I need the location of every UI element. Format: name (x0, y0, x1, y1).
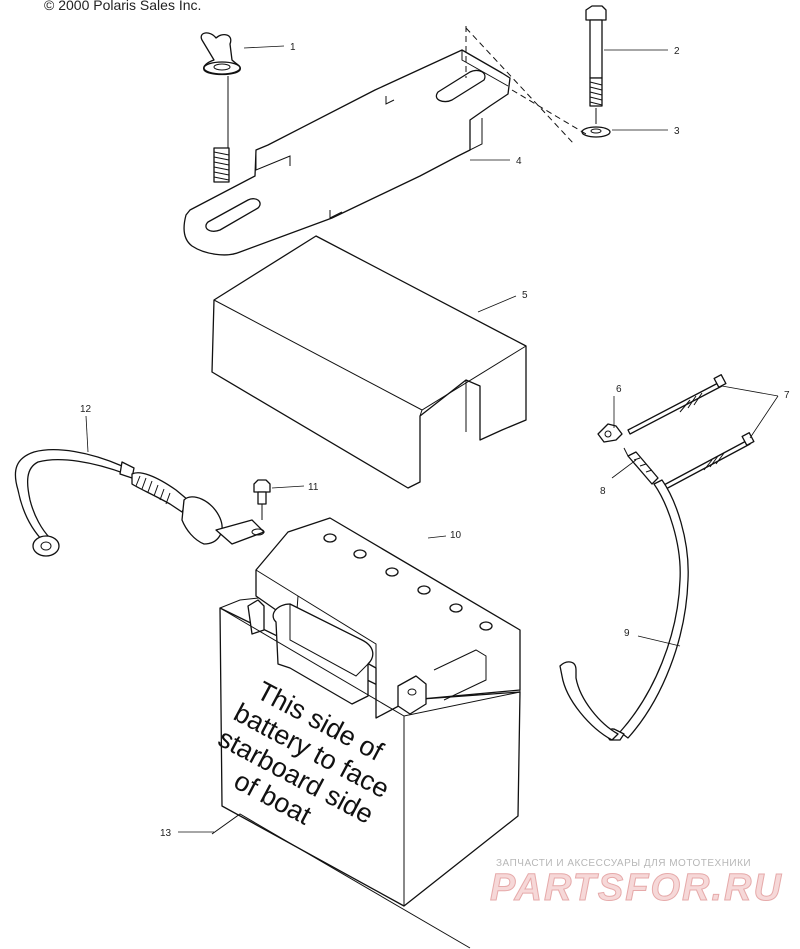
watermark: ЗАПЧАСТИ И АКСЕССУАРЫ ДЛЯ МОТОТЕХНИКИ PA… (490, 858, 783, 910)
part-hold-down-bracket (183, 49, 511, 256)
part-battery (211, 517, 521, 949)
callout-12: 12 (80, 404, 92, 415)
watermark-logo: PARTSFOR.RU (490, 867, 783, 909)
part-washer (581, 126, 611, 138)
part-negative-cable (559, 479, 689, 741)
callout-9: 9 (624, 628, 630, 639)
watermark-tagline: ЗАПЧАСТИ И АКСЕССУАРЫ ДЛЯ МОТОТЕХНИКИ (496, 858, 751, 869)
callout-10: 10 (450, 530, 462, 541)
part-battery-cover (211, 235, 527, 489)
callout-7: 7 (784, 390, 790, 401)
callout-8: 8 (600, 486, 606, 497)
part-fuse-holder (623, 447, 659, 485)
callout-leaders (85, 45, 779, 833)
callout-2: 2 (674, 46, 680, 57)
part-battery-cable (14, 449, 265, 557)
callout-6: 6 (616, 384, 622, 395)
callout-4: 4 (516, 156, 522, 167)
callout-11: 11 (308, 482, 319, 493)
part-cable-ties (627, 374, 755, 491)
part-terminal-bolt (253, 479, 271, 520)
callout-5: 5 (522, 290, 528, 301)
callout-1: 1 (290, 42, 296, 53)
part-terminal-clip (597, 423, 623, 443)
callout-13: 13 (160, 828, 172, 839)
part-wing-nut (200, 32, 242, 183)
callout-3: 3 (674, 126, 680, 137)
battery-cell-caps (323, 533, 493, 631)
copyright-notice: © 2000 Polaris Sales Inc. (44, 0, 202, 13)
part-bolt (585, 5, 607, 124)
callout-numbers: 1 2 3 4 5 6 7 8 9 10 11 12 13 (80, 42, 790, 839)
